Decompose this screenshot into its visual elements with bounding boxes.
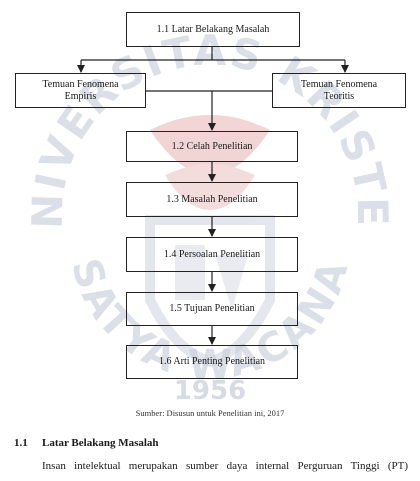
box-latar-belakang-masalah: 1.1 Latar Belakang Masalah — [126, 12, 300, 47]
box-temuan-fenomena-teoritis: Temuan Fenomena Teoritis — [272, 73, 406, 108]
figure-caption: Sumber: Disusun untuk Penelitian ini, 20… — [135, 408, 285, 418]
box-label-line2: Teoritis — [323, 90, 355, 102]
box-masalah-penelitian: 1.3 Masalah Penelitian — [126, 182, 298, 217]
box-temuan-fenomena-empiris: Temuan Fenomena Empiris — [15, 73, 146, 108]
box-label: 1.4 Persoalan Penelitian — [163, 248, 261, 260]
box-label-line1: Temuan Fenomena — [42, 78, 119, 90]
box-persoalan-penelitian: 1.4 Persoalan Penelitian — [126, 237, 298, 272]
box-label: 1.3 Masalah Penelitian — [166, 193, 258, 205]
box-label: 1.6 Arti Penting Penelitian — [158, 356, 266, 367]
box-label: 1.1 Latar Belakang Masalah — [156, 23, 270, 35]
section-heading: 1.1 Latar Belakang Masalah — [14, 437, 159, 449]
section-number: 1.1 — [14, 437, 28, 449]
box-label: 1.2 Celah Penelitian — [171, 140, 253, 152]
box-label-line1: Temuan Fenomena — [300, 78, 378, 90]
box-tujuan-penelitian: 1.5 Tujuan Penelitian — [126, 292, 298, 326]
box-arti-penting-penelitian: 1.6 Arti Penting Penelitian — [126, 345, 298, 379]
section-title: Latar Belakang Masalah — [42, 437, 159, 449]
box-label-line2: Empiris — [64, 90, 97, 102]
body-paragraph: Insan intelektual merupakan sumber daya … — [42, 460, 408, 472]
box-label: 1.5 Tujuan Penelitian — [169, 303, 255, 314]
flow-connectors — [77, 47, 349, 345]
box-celah-penelitian: 1.2 Celah Penelitian — [126, 131, 298, 162]
